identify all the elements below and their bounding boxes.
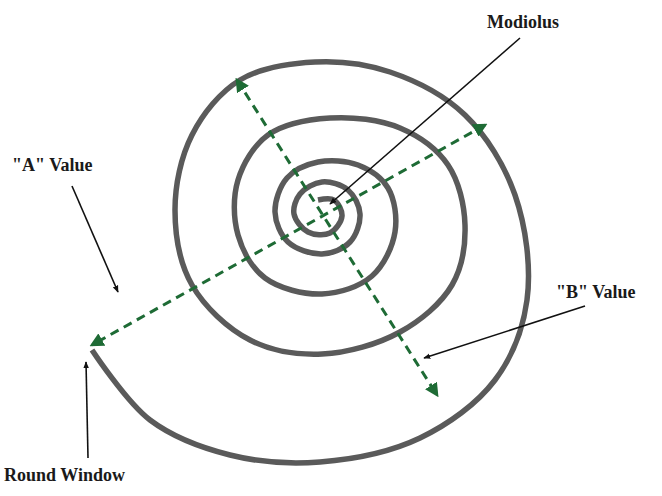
leader-line xyxy=(424,306,585,358)
part-label: Modiolus xyxy=(487,13,559,33)
spiral-group xyxy=(92,62,528,463)
part-label: Round Window xyxy=(4,466,125,486)
a-value-arrow xyxy=(92,125,485,345)
part-label: "A" Value xyxy=(12,156,93,176)
cochlea-spiral xyxy=(92,62,528,463)
b-value-arrow xyxy=(237,80,437,395)
leader-line xyxy=(86,362,88,458)
part-label: "B" Value xyxy=(556,283,636,303)
leader-line xyxy=(330,38,520,204)
leader-line xyxy=(72,186,118,292)
